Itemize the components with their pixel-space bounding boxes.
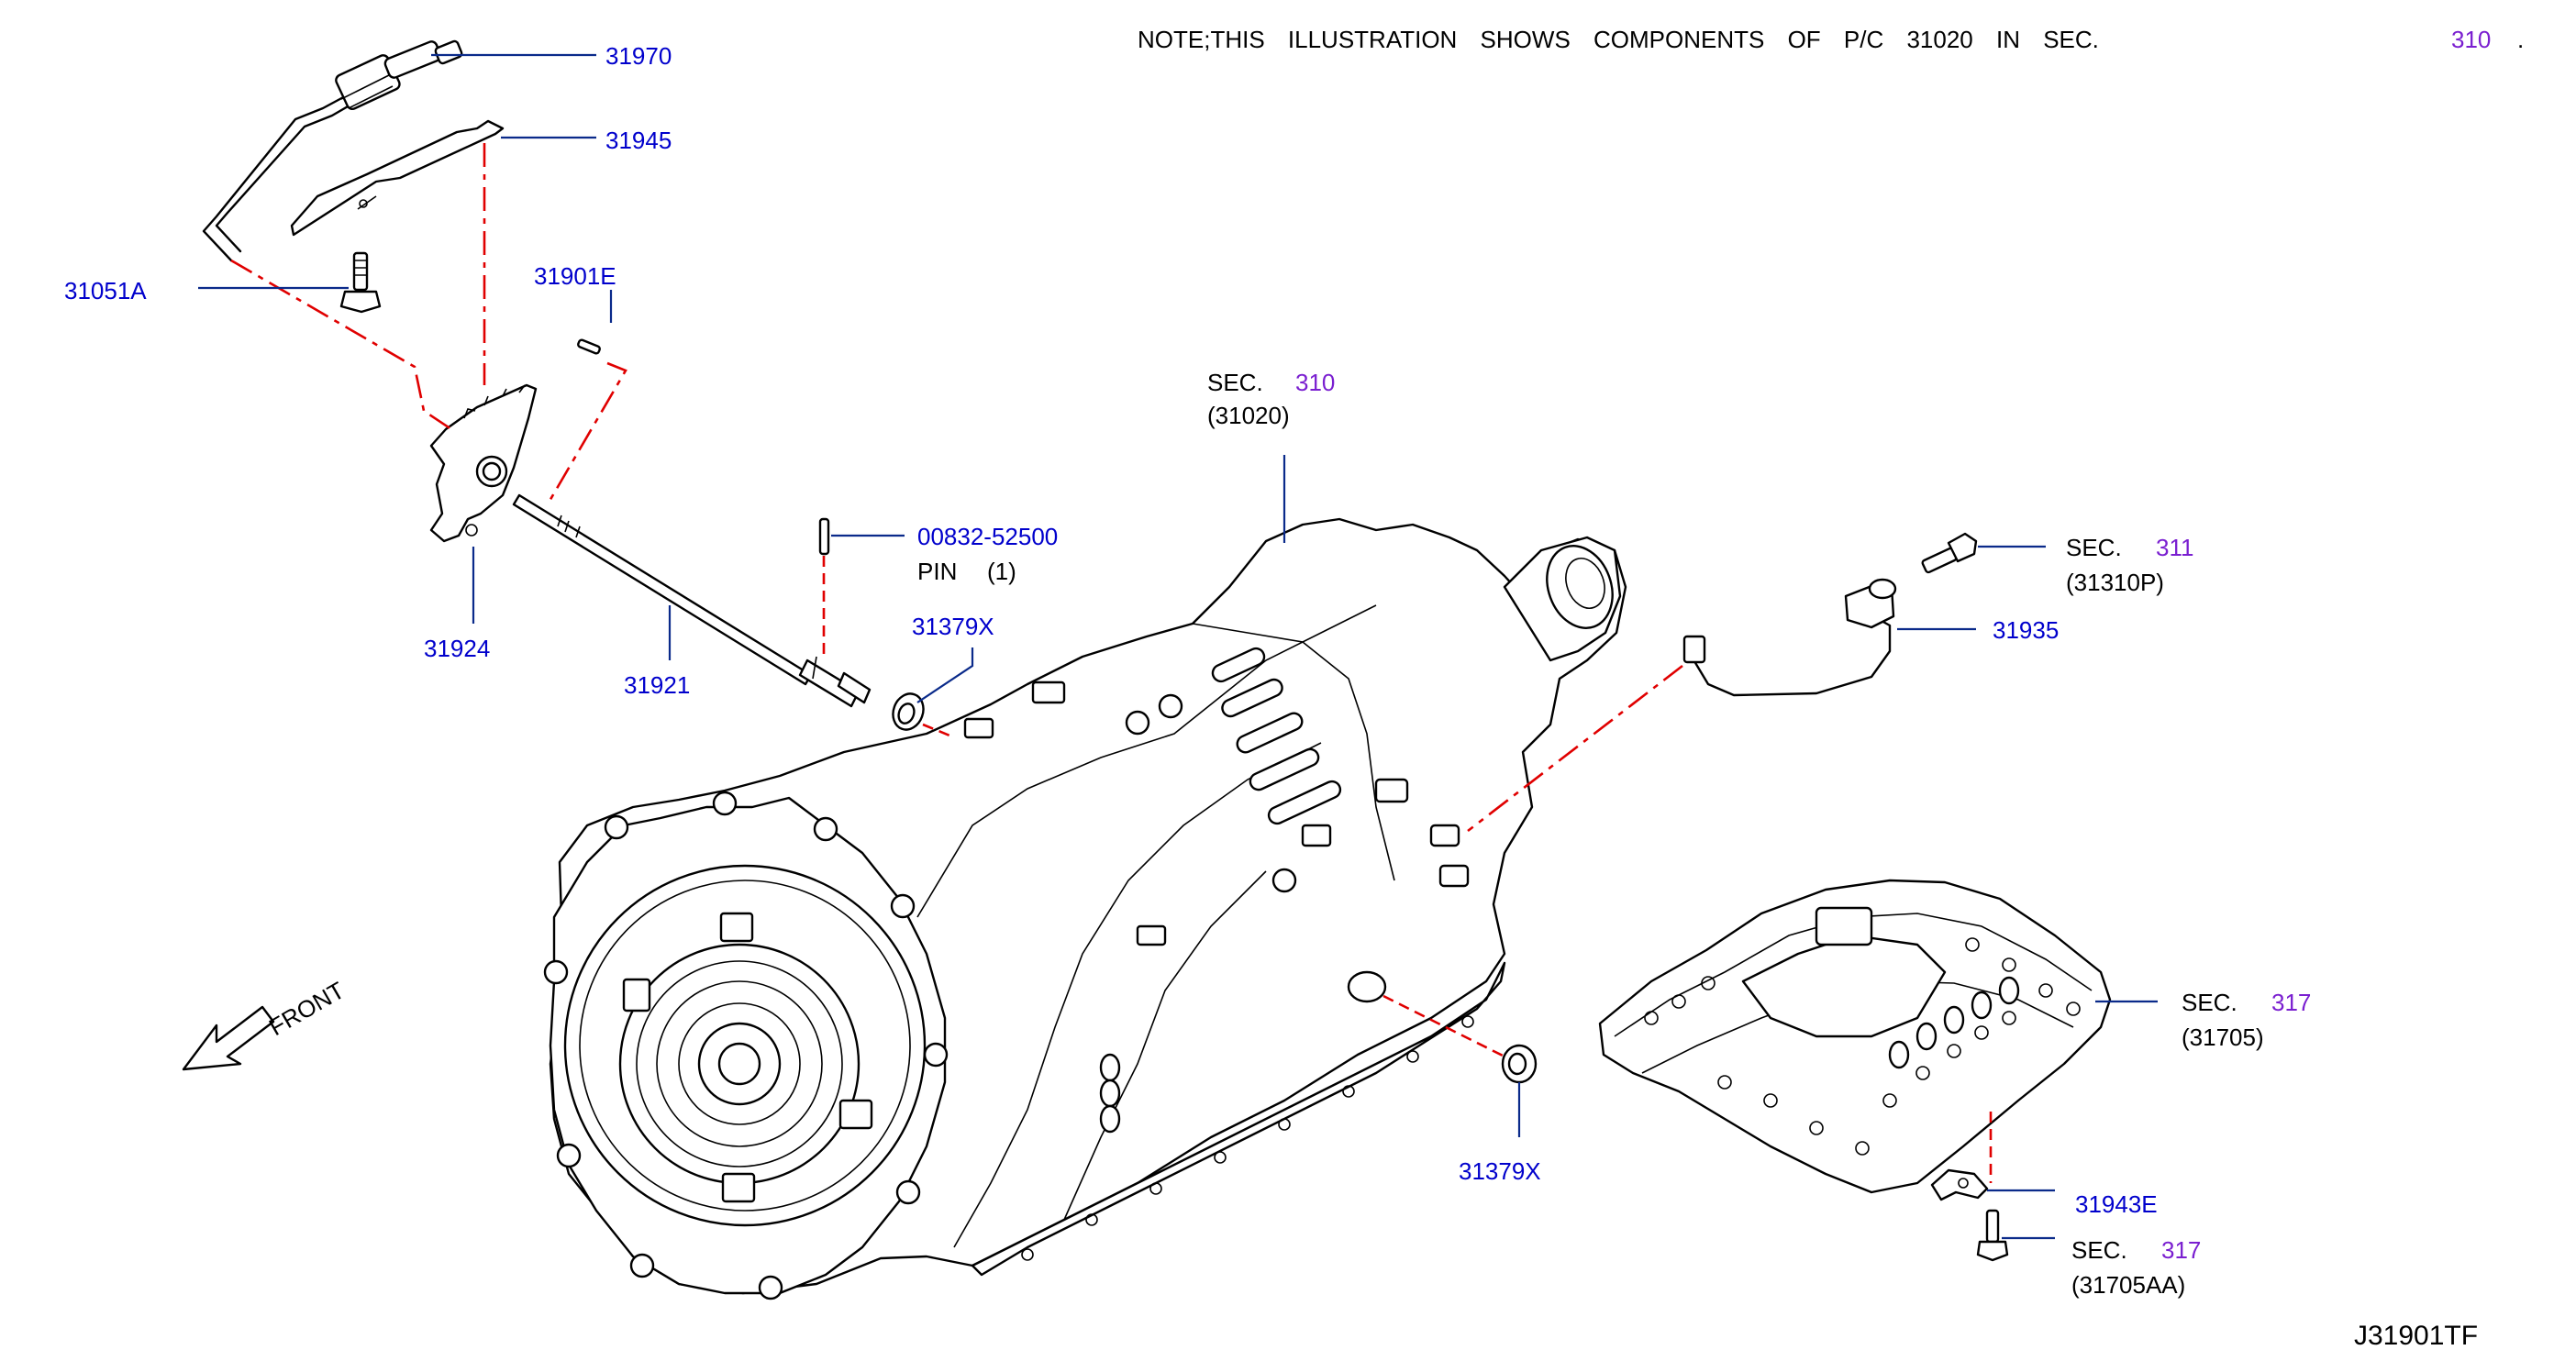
label-pin-qty: (1) bbox=[987, 558, 1016, 585]
label-31921[interactable]: 31921 bbox=[624, 671, 690, 699]
label-31945[interactable]: 31945 bbox=[605, 127, 672, 154]
bolt-sec-317[interactable] bbox=[1976, 1209, 2009, 1262]
sec-valve-sub: (31705) bbox=[2182, 1024, 2264, 1051]
front-arrow-icon bbox=[182, 1005, 275, 1071]
oil-seal-31379X-top[interactable] bbox=[888, 690, 928, 735]
pin-00832-52500[interactable] bbox=[818, 517, 830, 556]
label-pin: PIN bbox=[917, 558, 957, 585]
selector-rod-31970[interactable] bbox=[202, 39, 463, 262]
transmission-assembly[interactable] bbox=[543, 517, 1627, 1300]
sec-valve-label: SEC. bbox=[2182, 989, 2237, 1016]
sec-bolt-sub: (31310P) bbox=[2066, 569, 2164, 596]
detent-plate-31924[interactable] bbox=[429, 383, 538, 543]
sec-valve-bolt-label: SEC. bbox=[2071, 1236, 2127, 1264]
phantom-lines bbox=[230, 143, 1993, 1183]
bracket-31945[interactable] bbox=[290, 119, 505, 237]
control-valve-body[interactable] bbox=[1598, 879, 2112, 1194]
oil-seal-31379X-bottom[interactable] bbox=[1501, 1044, 1538, 1084]
manual-shaft-31921[interactable] bbox=[512, 493, 872, 708]
note-section-ref[interactable]: 310 bbox=[2451, 26, 2491, 53]
sensor-harness-31935[interactable] bbox=[1682, 578, 1897, 697]
bolt-sec-311[interactable] bbox=[1921, 532, 1978, 574]
label-31901E[interactable]: 31901E bbox=[534, 262, 616, 290]
pin-31901E[interactable] bbox=[577, 338, 601, 355]
sec-bolt-number[interactable]: 311 bbox=[2156, 534, 2193, 561]
label-31379X-top[interactable]: 31379X bbox=[912, 613, 994, 640]
front-label: FRONT bbox=[264, 976, 350, 1041]
bolt-31051A[interactable] bbox=[339, 251, 382, 314]
sec-bolt-label: SEC. bbox=[2066, 534, 2122, 561]
sec-main-number[interactable]: 310 bbox=[1295, 369, 1335, 396]
label-31379X-bottom[interactable]: 31379X bbox=[1459, 1157, 1541, 1185]
bracket-31943E[interactable] bbox=[1930, 1168, 1989, 1201]
label-31970[interactable]: 31970 bbox=[605, 42, 672, 70]
label-31051A[interactable]: 31051A bbox=[64, 277, 147, 304]
sec-main-sub: (31020) bbox=[1207, 402, 1290, 429]
sec-main-label: SEC. bbox=[1207, 369, 1263, 396]
sec-valve-bolt-sub: (31705AA) bbox=[2071, 1271, 2185, 1299]
sec-valve-bolt-number[interactable]: 317 bbox=[2161, 1236, 2201, 1264]
label-31943E[interactable]: 31943E bbox=[2075, 1190, 2158, 1218]
label-31935[interactable]: 31935 bbox=[1993, 616, 2059, 644]
note-period: . bbox=[2517, 26, 2524, 53]
diagram-code: J31901TF bbox=[2354, 1321, 2478, 1351]
sec-valve-number[interactable]: 317 bbox=[2271, 989, 2311, 1016]
note-text: NOTE;THIS ILLUSTRATION SHOWS COMPONENTS … bbox=[1138, 26, 2099, 53]
label-00832-52500[interactable]: 00832-52500 bbox=[917, 523, 1058, 550]
label-31924[interactable]: 31924 bbox=[424, 635, 490, 662]
leader-lines bbox=[198, 53, 2158, 1240]
